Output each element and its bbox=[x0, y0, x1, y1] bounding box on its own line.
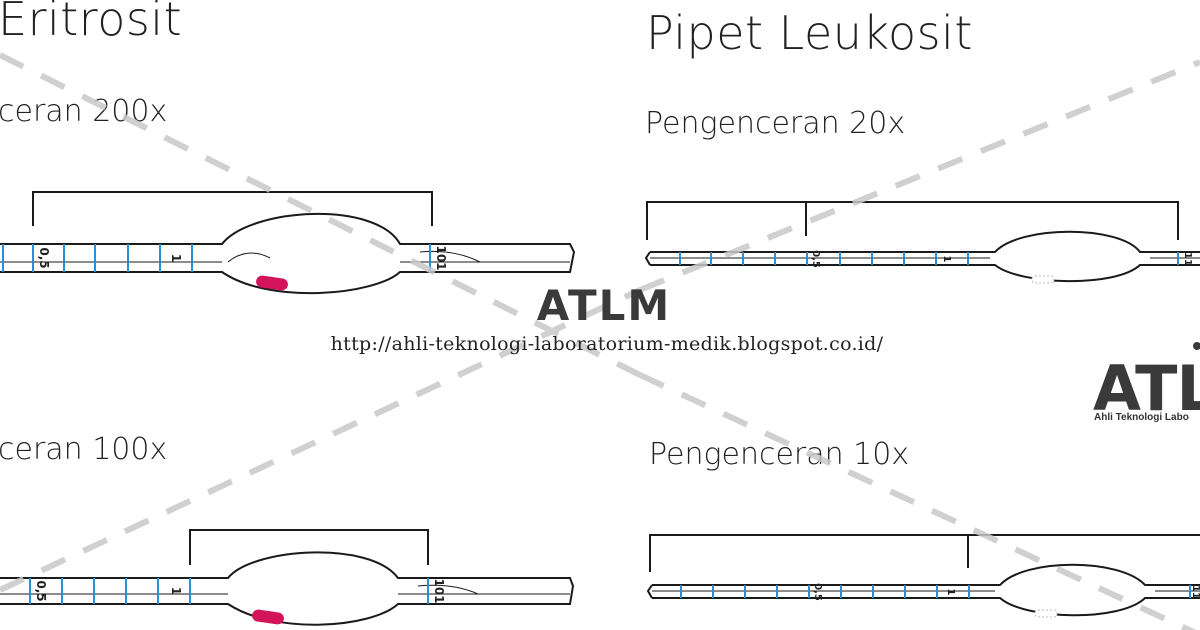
mixing-bead-10x bbox=[1034, 609, 1058, 618]
mark-end-20x: 11 bbox=[1182, 252, 1193, 266]
scale-ticks-10x bbox=[680, 585, 1191, 598]
bracket-200x bbox=[32, 191, 433, 226]
pipette-leukosit-20x bbox=[644, 201, 1200, 283]
scale-ticks-20x bbox=[679, 252, 1179, 265]
bracket-10x bbox=[649, 534, 1200, 572]
caption-20x: Pengenceran 20x bbox=[645, 106, 906, 141]
pipette-eritrosit-200x bbox=[0, 191, 576, 295]
bracket-100x bbox=[189, 529, 429, 565]
corner-logo: ATL Ahli Teknologi Labo bbox=[1093, 342, 1200, 425]
mark-half-200x: 0,5 bbox=[37, 247, 51, 268]
pipette-leukosit-10x bbox=[646, 534, 1200, 617]
bracket-20x bbox=[646, 201, 1179, 240]
mark-end-10x: 11 bbox=[1190, 585, 1200, 599]
caption-100x: ceran 100x bbox=[0, 432, 168, 467]
mark-one-200x: 1 bbox=[169, 254, 183, 262]
mark-one-10x: 1 bbox=[945, 589, 956, 596]
mark-end-200x: 101 bbox=[434, 245, 448, 270]
watermark-url: http://ahli-teknologi-laboratorium-medik… bbox=[331, 333, 884, 355]
scale-ticks-100x bbox=[29, 578, 429, 604]
mark-half-100x: 0,5 bbox=[34, 580, 48, 601]
mark-half-10x: 0,5 bbox=[812, 583, 823, 601]
corner-logo-text: ATL bbox=[1093, 352, 1200, 425]
mark-one-20x: 1 bbox=[941, 256, 952, 263]
mark-one-100x: 1 bbox=[169, 587, 183, 595]
mark-half-20x: 0,5 bbox=[810, 250, 821, 268]
corner-logo-tagline: Ahli Teknologi Labo bbox=[1094, 412, 1189, 423]
leukosit-title: Pipet Leukosit bbox=[646, 6, 973, 60]
watermark-cross bbox=[0, 52, 1200, 630]
mixing-bead-100x bbox=[252, 609, 284, 625]
eritrosit-title: Eritrosit bbox=[0, 0, 183, 46]
scale-ticks-200x bbox=[2, 244, 431, 272]
center-watermark-logo: ATLM bbox=[537, 281, 671, 330]
mixing-bead-200x bbox=[256, 275, 288, 291]
pipette-eritrosit-100x bbox=[0, 529, 575, 626]
mixing-bead-20x bbox=[1031, 275, 1055, 284]
mark-end-100x: 101 bbox=[432, 578, 446, 603]
